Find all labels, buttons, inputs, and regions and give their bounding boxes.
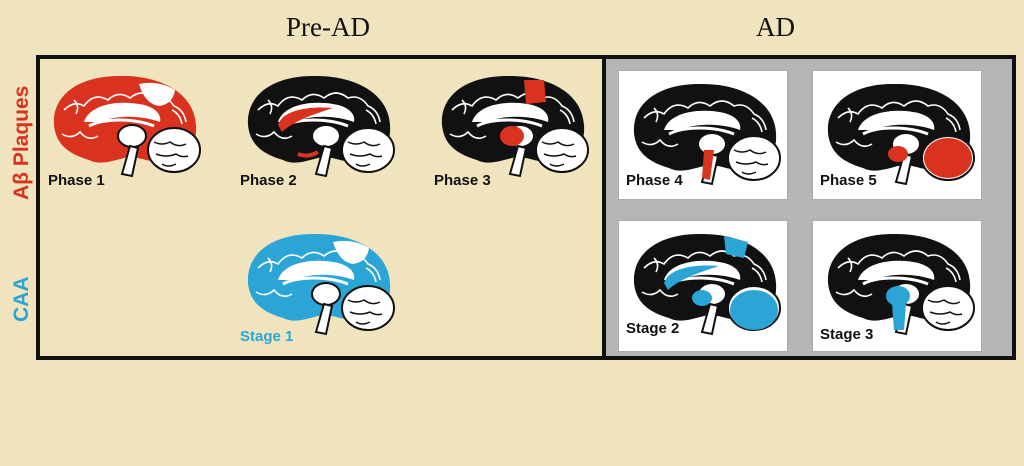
- brain-phase-2-icon: [238, 70, 398, 180]
- ab-plaques-row-label: Aβ Plaques: [10, 85, 33, 200]
- caption-phase-4: Phase 4: [626, 172, 683, 189]
- caption-phase-1: Phase 1: [48, 172, 105, 189]
- ad-header: AD: [756, 12, 795, 42]
- brain-stage-1-icon: [238, 228, 398, 338]
- caption-phase-2: Phase 2: [240, 172, 297, 189]
- caption-stage-2: Stage 2: [626, 320, 680, 337]
- brain-phase-3-icon: [432, 70, 592, 180]
- brain-stage-2-icon: [624, 228, 784, 338]
- caa-row-label: CAA: [10, 276, 33, 323]
- caption-phase-3: Phase 3: [434, 172, 491, 189]
- caption-phase-5: Phase 5: [820, 172, 877, 189]
- brain-phase-5-icon: [818, 78, 978, 188]
- brain-phase-4-icon: [624, 78, 784, 188]
- brain-phase-1-icon: [44, 70, 204, 180]
- caption-stage-3: Stage 3: [820, 326, 874, 343]
- pre-ad-header: Pre-AD: [286, 12, 370, 42]
- caption-stage-1: Stage 1: [240, 328, 294, 345]
- brain-stage-3-icon: [818, 228, 978, 338]
- pre-ad-ad-divider: [602, 55, 606, 360]
